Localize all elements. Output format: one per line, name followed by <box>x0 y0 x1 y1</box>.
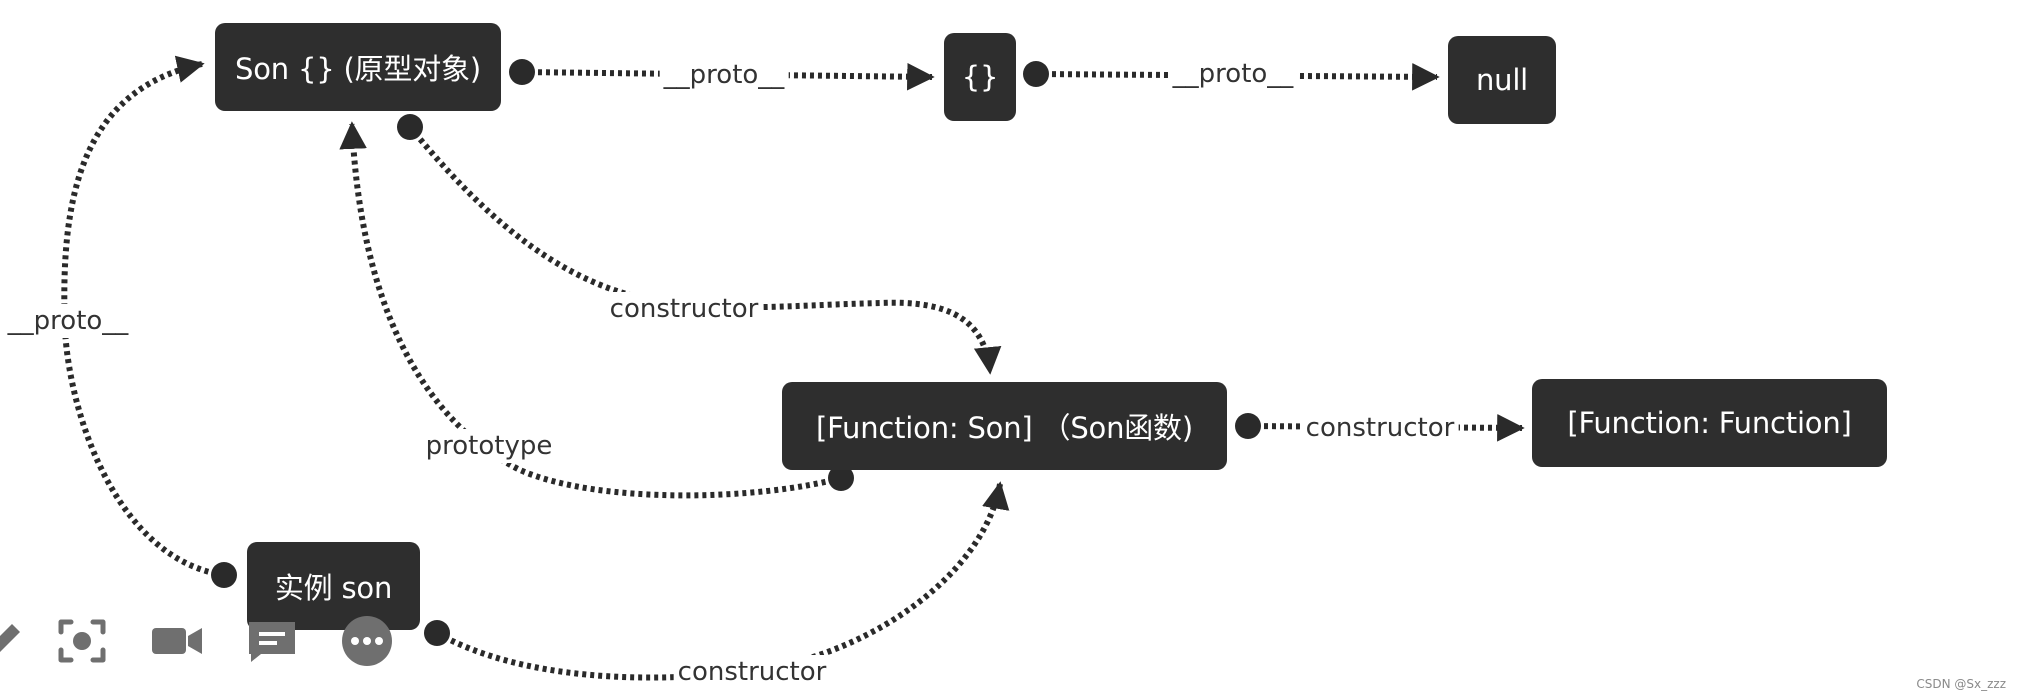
edge-start-dot <box>397 114 423 140</box>
more-icon[interactable] <box>340 614 394 668</box>
node-empty-object-label: {} <box>961 60 999 94</box>
node-son-prototype-label: Son {} (原型对象) <box>235 52 481 86</box>
edge-label-constructor-prototype-to-function: constructor <box>605 292 763 326</box>
edge-start-dot <box>828 465 854 491</box>
node-function-function-label: [Function: Function] <box>1567 406 1852 440</box>
edge-start-dot <box>211 562 237 588</box>
edge-constructor-prototype-to-function <box>407 125 1002 375</box>
node-son-function[interactable]: [Function: Son] （Son函数) <box>782 382 1227 470</box>
edge-label-constructor-instance-to-function: constructor <box>673 655 831 689</box>
camera-icon[interactable] <box>150 614 204 668</box>
edge-label-proto-instance-to-prototype: __proto__ <box>3 304 133 338</box>
node-son-function-label: [Function: Son] （Son函数) <box>816 411 1193 445</box>
edge-start-dot <box>1023 61 1049 87</box>
node-function-function[interactable]: [Function: Function] <box>1532 379 1887 467</box>
comment-icon[interactable] <box>245 614 299 668</box>
node-empty-object[interactable]: {} <box>944 33 1016 121</box>
watermark: CSDN @Sx_zzz <box>1916 677 2006 691</box>
edge-label-constructor-function-to-function: constructor <box>1301 411 1459 445</box>
node-null-label: null <box>1475 63 1529 97</box>
draw-icon[interactable] <box>0 614 30 668</box>
edge-start-dot <box>509 59 535 85</box>
node-null[interactable]: null <box>1448 36 1556 124</box>
edge-start-dot <box>424 620 450 646</box>
edge-constructor-instance-to-function <box>435 481 1010 681</box>
node-son-instance-label: 实例 son <box>274 571 393 605</box>
edge-label-proto-prototype-to-empty: __proto__ <box>659 58 789 92</box>
edge-label-proto-empty-to-null: __proto__ <box>1168 57 1298 91</box>
edge-label-prototype-function-to-prototype: prototype <box>421 429 557 463</box>
node-son-instance[interactable]: 实例 son <box>247 542 420 630</box>
edge-start-dot <box>1235 413 1261 439</box>
screenshot-icon[interactable] <box>55 614 109 668</box>
node-son-prototype[interactable]: Son {} (原型对象) <box>215 23 501 111</box>
